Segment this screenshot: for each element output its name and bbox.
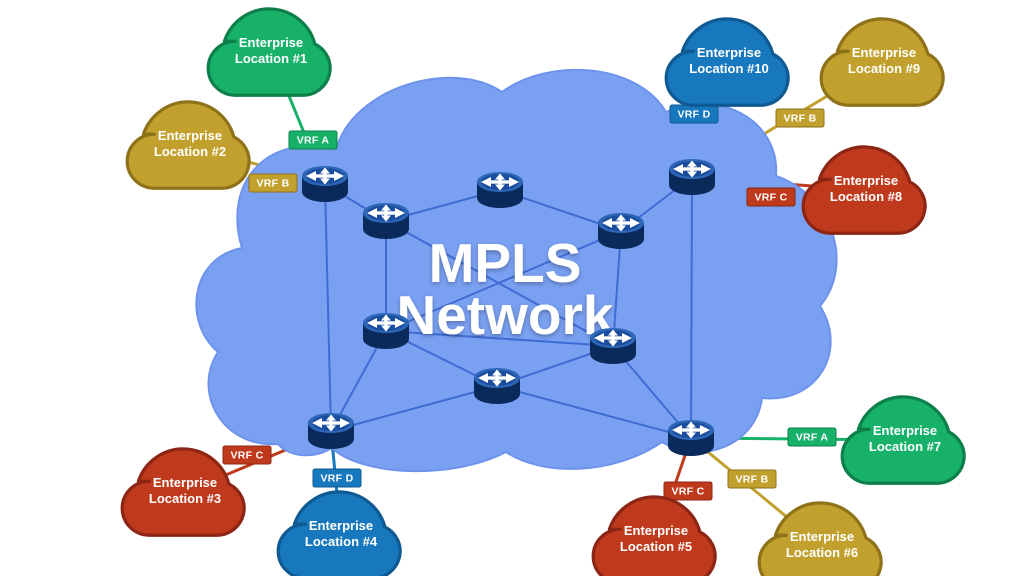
vrf-label-b-loc9: VRF B [775, 108, 825, 128]
enterprise-location-7: Enterprise Location #7 [841, 395, 966, 485]
vrf-badge-text: VRF B [736, 474, 769, 486]
vrf-badge [288, 130, 338, 150]
location-label-line2: Location #9 [848, 61, 920, 76]
router-icon-core-2 [477, 172, 523, 208]
location-label-line2: Location #5 [620, 539, 692, 554]
vrf-badge [663, 481, 713, 501]
location-label-line2: Location #7 [869, 439, 941, 454]
vrf-label-d-loc4: VRF D [312, 468, 362, 488]
location-label-line1: Enterprise [158, 128, 222, 143]
mpls-title-line1: MPLS [429, 232, 582, 294]
vrf-label-b-loc6: VRF B [727, 469, 777, 489]
router-icon-pe-top-left [302, 166, 348, 202]
mesh-link [385, 330, 614, 347]
location-label-line2: Location #8 [830, 189, 902, 204]
vrf-label-b-loc2: VRF B [248, 173, 298, 193]
mesh-link [690, 176, 693, 439]
mesh-link [330, 385, 498, 432]
vrf-label-c-loc8: VRF C [746, 187, 796, 207]
vrf-badge [787, 427, 837, 447]
mesh-link [324, 183, 332, 432]
router-icon-core-5 [590, 328, 636, 364]
enterprise-location-1: Enterprise Location #1 [207, 7, 332, 97]
location-label-line2: Location #1 [235, 51, 307, 66]
vrf-badge-text: VRF D [321, 473, 354, 485]
enterprise-location-8: Enterprise Location #8 [802, 145, 927, 235]
location-label-line2: Location #10 [689, 61, 768, 76]
location-label-line1: Enterprise [873, 423, 937, 438]
router-icon-pe-bottom-left [308, 413, 354, 449]
location-label-line1: Enterprise [624, 523, 688, 538]
vrf-badge-text: VRF C [672, 486, 705, 498]
mesh-link [496, 385, 692, 439]
location-label-line1: Enterprise [153, 475, 217, 490]
vrf-badge [746, 187, 796, 207]
location-label-line2: Location #2 [154, 144, 226, 159]
location-label-line2: Location #6 [786, 545, 858, 560]
location-label-line2: Location #4 [305, 534, 378, 549]
vrf-badge-text: VRF A [297, 135, 330, 147]
vrf-label-a-loc7: VRF A [787, 427, 837, 447]
location-label-line1: Enterprise [697, 45, 761, 60]
vrf-label-d-loc10: VRF D [669, 104, 719, 124]
enterprise-location-4: Enterprise Location #4 [277, 490, 402, 576]
vrf-label-a-loc1: VRF A [288, 130, 338, 150]
location-label-line1: Enterprise [309, 518, 373, 533]
enterprise-locations: Enterprise Location #1 Enterprise Locati… [121, 7, 966, 576]
location-label-line1: Enterprise [834, 173, 898, 188]
router-icon-core-1 [363, 203, 409, 239]
router-icon-pe-bottom-right [668, 420, 714, 456]
vrf-badge [727, 469, 777, 489]
vrf-badge-text: VRF A [796, 432, 829, 444]
vrf-labels: VRF A VRF B VRF D VRF B VRF C VRF C VRF … [222, 104, 837, 501]
mpls-title-line2: Network [397, 284, 614, 346]
router-icon-pe-top-right [669, 159, 715, 195]
vrf-badge-text: VRF D [678, 109, 711, 121]
location-label-line1: Enterprise [239, 35, 303, 50]
enterprise-location-9: Enterprise Location #9 [820, 17, 945, 107]
enterprise-location-6: Enterprise Location #6 [758, 501, 883, 576]
router-icon-core-4 [363, 313, 409, 349]
router-icon-core-3 [598, 213, 644, 249]
location-label-line1: Enterprise [852, 45, 916, 60]
location-label-line1: Enterprise [790, 529, 854, 544]
vrf-badge [775, 108, 825, 128]
vrf-badge [248, 173, 298, 193]
vrf-badge-text: VRF B [257, 178, 290, 190]
enterprise-location-10: Enterprise Location #10 [665, 17, 790, 107]
enterprise-location-3: Enterprise Location #3 [121, 447, 246, 537]
vrf-label-c-loc3: VRF C [222, 445, 272, 465]
mesh-link [385, 230, 622, 332]
vrf-badge [222, 445, 272, 465]
enterprise-location-5: Enterprise Location #5 [592, 495, 717, 576]
mesh-link [612, 230, 622, 347]
router-icon-core-6 [474, 368, 520, 404]
location-label-line2: Location #3 [149, 491, 221, 506]
vrf-badge-text: VRF B [784, 113, 817, 125]
vrf-badge-text: VRF C [231, 450, 264, 462]
vrf-badge-text: VRF C [755, 192, 788, 204]
enterprise-location-2: Enterprise Location #2 [126, 100, 251, 190]
vrf-label-c-loc5: VRF C [663, 481, 713, 501]
vrf-badge [312, 468, 362, 488]
